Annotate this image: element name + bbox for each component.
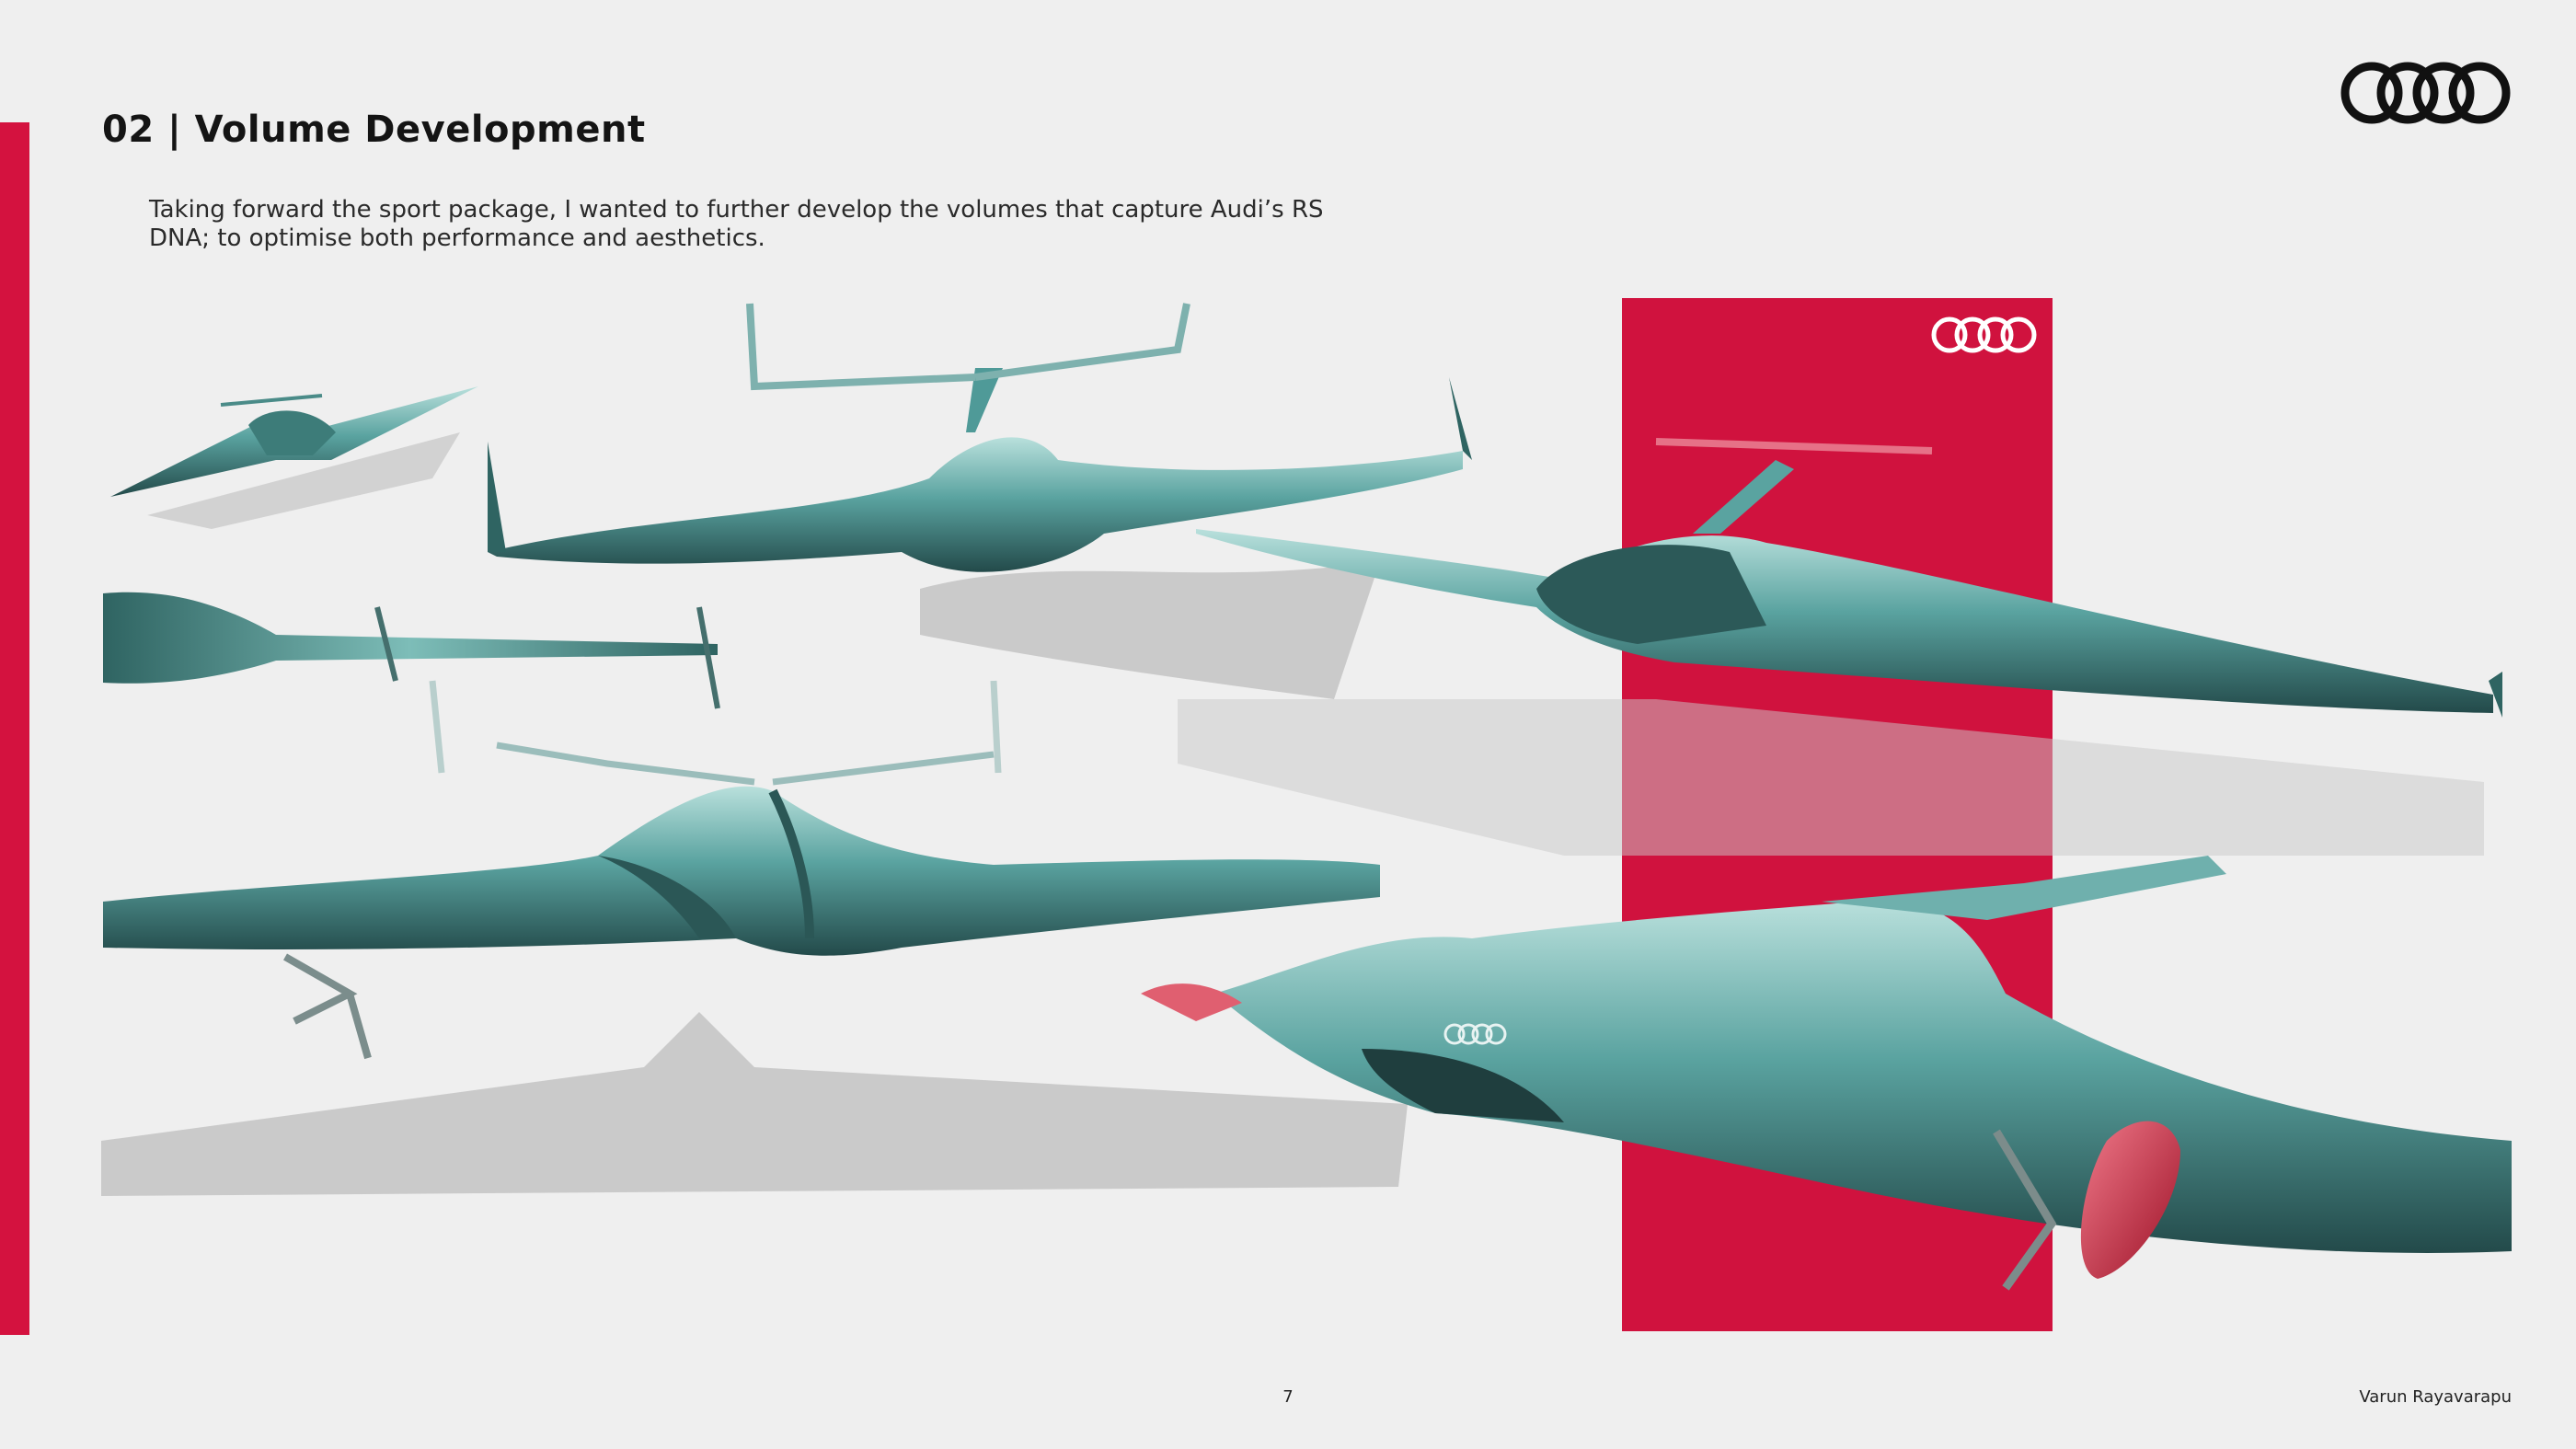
page-title: 02 | Volume Development <box>102 109 646 151</box>
audi-rings-logo-white <box>1931 316 2037 353</box>
intro-paragraph: Taking forward the sport package, I want… <box>149 196 1324 252</box>
audi-rings-logo-fuselage <box>1443 1023 1507 1045</box>
page-number: 7 <box>1282 1387 1294 1407</box>
author-name: Varun Rayavarapu <box>2359 1387 2512 1407</box>
aircraft-side-view <box>103 592 720 709</box>
aircraft-bottom-left <box>103 680 1380 1060</box>
aircraft-small-topleft <box>110 386 478 529</box>
aircraft-top-center <box>488 303 1472 572</box>
left-accent-bar <box>0 122 29 1335</box>
audi-rings-logo <box>2340 62 2511 124</box>
shadow-bottom-left <box>101 1012 1408 1196</box>
shadow-right-wing <box>1178 699 2484 856</box>
aircraft-bottom-right <box>1141 856 2512 1291</box>
shadow-top-center <box>920 561 1380 699</box>
aircraft-right-perspective <box>1196 438 2502 718</box>
